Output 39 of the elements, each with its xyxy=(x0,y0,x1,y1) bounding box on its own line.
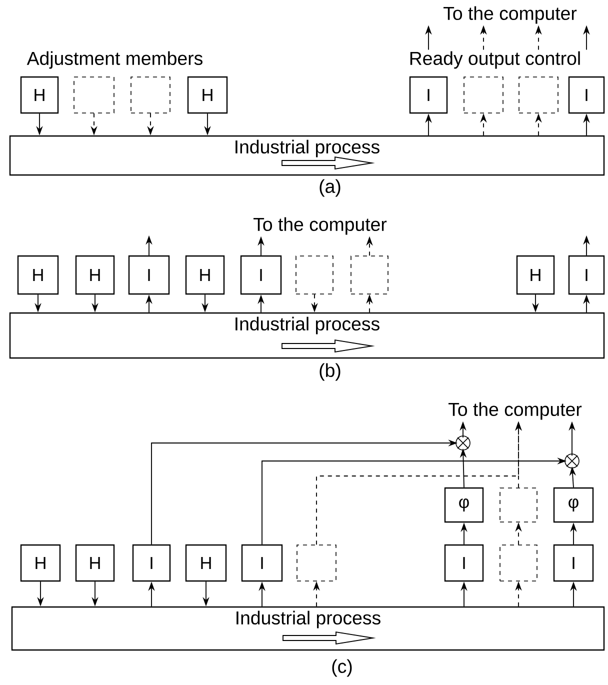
dashed-box xyxy=(500,544,538,582)
callout-text: To the computer xyxy=(448,402,582,420)
block-box: H xyxy=(20,76,59,114)
callout-text: Adjustment members xyxy=(26,51,202,69)
block-box: I xyxy=(568,255,605,295)
block-box: H xyxy=(20,544,61,582)
callout-text: Ready output control xyxy=(410,51,580,69)
block-box: I xyxy=(444,544,484,582)
block-box: H xyxy=(75,255,115,295)
multiplier-circle xyxy=(564,454,580,468)
dashed-box xyxy=(500,488,538,522)
block-box: I xyxy=(241,544,283,582)
dashed-box xyxy=(130,76,170,114)
block-box: H xyxy=(75,544,115,582)
dashed-box xyxy=(74,76,114,114)
block-box: φ xyxy=(444,487,484,523)
block-box: H xyxy=(185,544,227,582)
block-box: I xyxy=(568,76,605,114)
dashed-box xyxy=(350,256,388,294)
dashed-box xyxy=(464,76,504,114)
block-box: I xyxy=(128,255,170,295)
process-bar: Industrial process xyxy=(11,606,605,651)
dashed-box xyxy=(296,256,334,294)
block-box: I xyxy=(240,255,282,295)
process-bar: Industrial process xyxy=(9,312,605,359)
block-box: H xyxy=(516,255,555,295)
callout-text: To the computer xyxy=(254,217,387,235)
process-bar: Industrial process xyxy=(9,135,605,176)
block-box: H xyxy=(185,255,225,295)
block-box: H xyxy=(17,255,59,295)
block-box: I xyxy=(409,76,448,114)
callout-text: To the computer xyxy=(444,6,577,24)
block-box: I xyxy=(553,544,594,582)
block-box: I xyxy=(132,544,171,582)
block-box: φ xyxy=(553,487,594,523)
dashed-box xyxy=(518,76,558,114)
block-box: H xyxy=(187,76,228,114)
multiplier-circle xyxy=(456,436,470,450)
dashed-box xyxy=(296,544,336,582)
